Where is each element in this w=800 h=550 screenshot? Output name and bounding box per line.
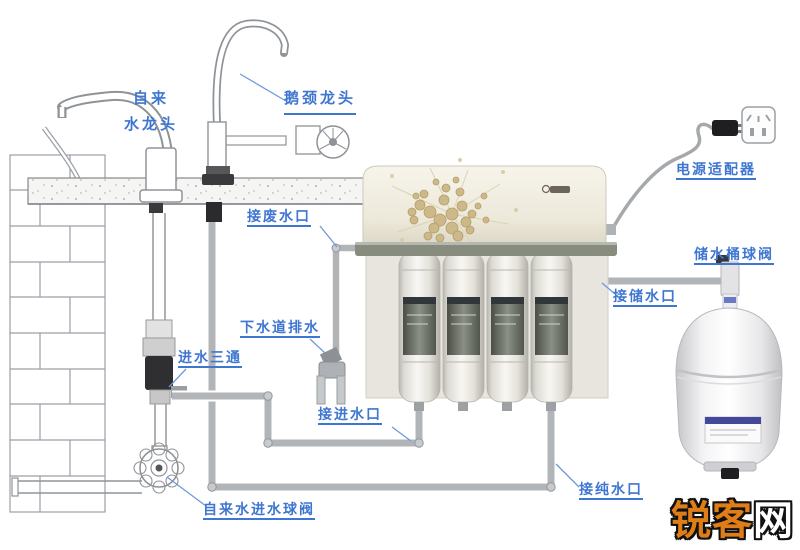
label-tap-inlet-ball-valve: 自来水进水球阀 xyxy=(203,501,315,521)
leader-lines xyxy=(166,73,616,507)
filter-cartridge-3 xyxy=(486,251,529,411)
filter-cartridge-1 xyxy=(398,251,441,411)
gooseneck-stem xyxy=(206,202,222,222)
label-sewer-drain: 下水道排水 xyxy=(240,319,320,339)
watermark: 锐客网 xyxy=(671,488,794,546)
sewer-drain-fitting xyxy=(316,346,346,405)
pure-water-pipe xyxy=(207,222,556,492)
inlet-pipe xyxy=(172,390,425,449)
label-pure-water-port: 接纯水口 xyxy=(579,481,643,501)
burst-decoration xyxy=(390,158,518,245)
label-inlet-water-port: 接进水口 xyxy=(318,406,382,426)
power-plug xyxy=(712,120,745,136)
water-purifier xyxy=(355,158,617,411)
filter-cartridge-2 xyxy=(442,251,485,411)
waste-pipe xyxy=(331,243,362,356)
cord-inlet-stub xyxy=(604,224,616,235)
label-waste-water-port: 接废水口 xyxy=(247,208,311,228)
supply-pipe-and-tee xyxy=(142,213,187,450)
storage-tank xyxy=(675,307,783,479)
purifier-band xyxy=(355,242,617,256)
label-storage-tank-ball-valve: 储水桶球阀 xyxy=(694,246,774,266)
label-tap-faucet-line1: 自来 xyxy=(132,90,169,107)
watermark-part2: 网 xyxy=(753,498,794,544)
tap-faucet xyxy=(57,90,183,213)
tank-label xyxy=(704,416,762,444)
power-cord xyxy=(611,122,715,229)
gooseneck-faucet xyxy=(202,19,350,222)
faucet-handle-wheel xyxy=(316,125,350,159)
power-outlet xyxy=(741,106,776,144)
filter-cartridge-4 xyxy=(530,251,573,411)
inlet-tee-fitting xyxy=(145,356,173,390)
label-inlet-tee: 进水三通 xyxy=(178,349,242,369)
label-tap-faucet-line2: 水龙头 xyxy=(123,116,178,133)
label-gooseneck-faucet: 鹅颈龙头 xyxy=(284,86,357,115)
brick-wall xyxy=(9,154,106,513)
filter-cartridges xyxy=(398,251,573,411)
brand-logo xyxy=(541,184,570,194)
watermark-part1: 锐客 xyxy=(671,498,753,544)
purifier-housing xyxy=(362,165,607,245)
label-tap-faucet: 自来 水龙头 xyxy=(112,86,190,138)
label-storage-water-port: 接储水口 xyxy=(613,288,677,308)
label-power-adapter: 电源适配器 xyxy=(676,161,756,181)
